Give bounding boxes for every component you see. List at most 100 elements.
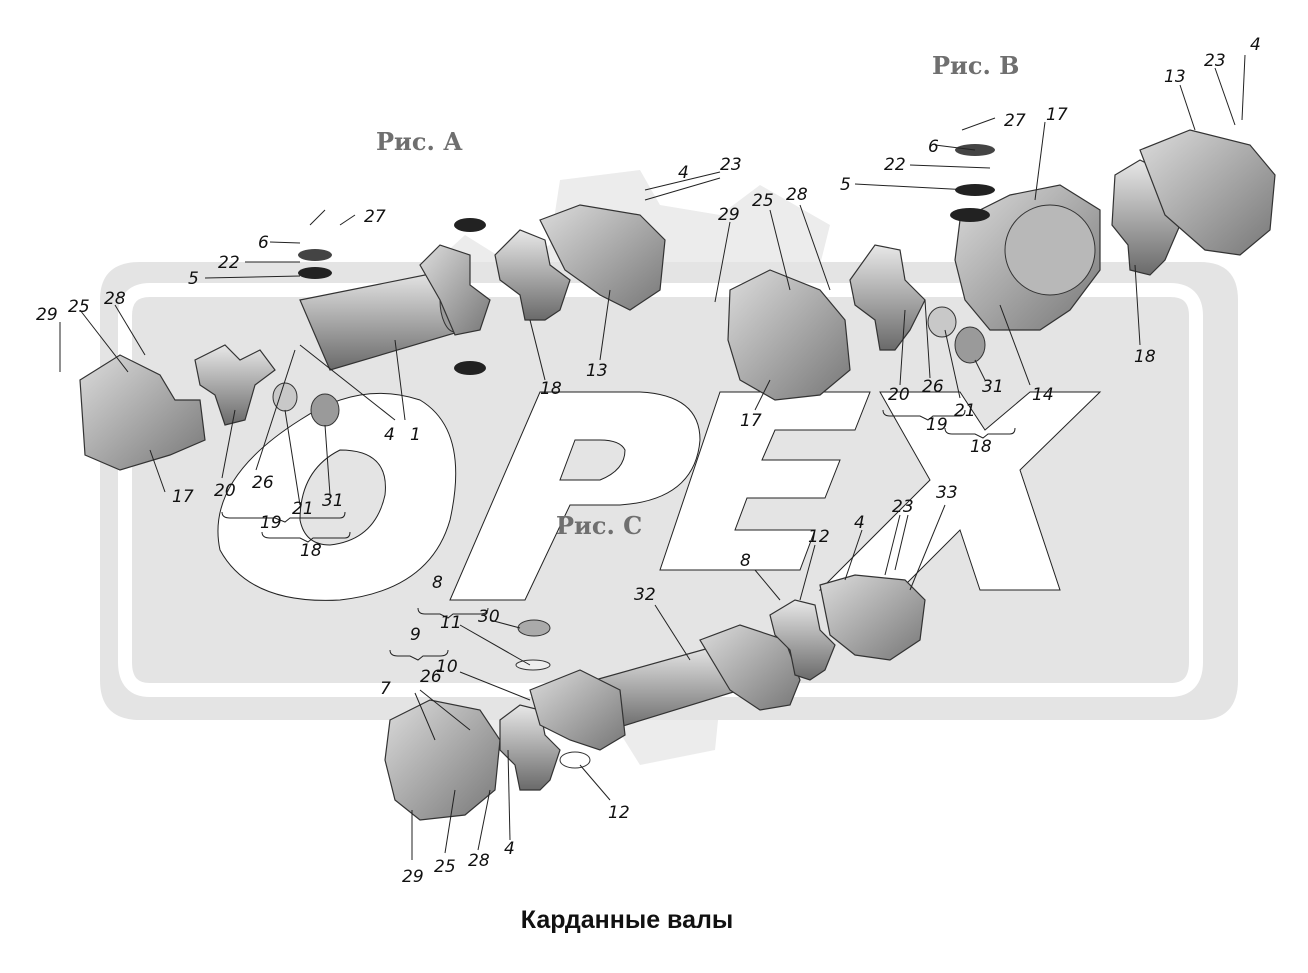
figure-b-title: Рис. В	[932, 51, 1019, 80]
slip-yoke-c	[529, 669, 626, 751]
callout-b-18: 18	[970, 437, 992, 457]
diagram-caption: Карданные валы	[520, 906, 734, 934]
seal-c-12	[559, 751, 591, 769]
callout-b-19: 19	[926, 415, 948, 435]
callout-c-25: 25	[434, 857, 456, 877]
callout-b-25: 25	[752, 191, 774, 211]
callouts-figure-a: 29 25 28 5 22 6 27 4 1 18 13 4 23 17 20 …	[36, 155, 742, 561]
cross-c-left	[499, 704, 561, 791]
callout-a-1: 1	[410, 425, 421, 445]
flange-yoke-c-right	[819, 574, 926, 661]
callout-a-26: 26	[252, 473, 274, 493]
callout-a-5: 5	[188, 269, 199, 289]
callout-c-23: 23	[892, 497, 914, 517]
callout-a-19: 19	[260, 513, 282, 533]
flange-yoke-a	[79, 354, 206, 471]
callout-b-22: 22	[884, 155, 906, 175]
callout-b-26: 26	[922, 377, 944, 397]
callout-c-33: 33	[936, 483, 958, 503]
watermark-letter-x	[818, 391, 1102, 591]
callout-b-28: 28	[786, 185, 808, 205]
callout-b-23: 23	[1204, 51, 1226, 71]
watermark-letter-e	[659, 391, 871, 571]
callout-a-28: 28	[104, 289, 126, 309]
callout-c-10: 10	[436, 657, 458, 677]
callout-c-7: 7	[380, 679, 391, 699]
clamp-a-2	[454, 361, 486, 375]
flange-yoke-b-left	[727, 269, 851, 401]
callout-a-27: 27	[364, 207, 386, 227]
washer-c-11	[515, 659, 551, 671]
bearing-cup-a-3	[298, 249, 332, 261]
flange-yoke-c	[384, 699, 501, 821]
callout-c-12-top: 12	[808, 527, 830, 547]
callout-b-20: 20	[888, 385, 910, 405]
figure-a-assembly	[79, 204, 666, 471]
callout-c-32: 32	[634, 585, 656, 605]
cross-c-right	[769, 599, 836, 681]
callout-a-4-top: 4	[678, 163, 689, 183]
callout-c-12: 12	[608, 803, 630, 823]
callout-a-21: 21	[292, 499, 314, 519]
callout-a-23: 23	[720, 155, 742, 175]
callouts-figure-b: 29 25 28 5 22 6 27 17 13 23 4 18 14 17 2…	[718, 35, 1261, 457]
callout-a-31: 31	[322, 491, 344, 511]
cross-b-left	[849, 244, 926, 351]
callout-a-29: 29	[36, 305, 58, 325]
callout-b-14: 14	[1032, 385, 1054, 405]
cross-a-right	[494, 229, 571, 321]
callout-a-18: 18	[300, 541, 322, 561]
figure-c-assembly	[384, 574, 926, 821]
callout-b-17: 17	[740, 411, 762, 431]
callout-c-8-right: 8	[740, 551, 751, 571]
bearing-cup-a-2	[298, 267, 332, 279]
callout-b-4: 4	[1250, 35, 1261, 55]
callout-b-27: 27	[1004, 111, 1026, 131]
callout-b-21: 21	[954, 401, 976, 421]
callout-c-8: 8	[432, 573, 443, 593]
clamp-b-2	[955, 184, 995, 196]
callout-b-31: 31	[982, 377, 1004, 397]
flange-yoke-a-right	[539, 204, 666, 311]
callout-c-11: 11	[440, 613, 462, 633]
callout-b-29: 29	[718, 205, 740, 225]
callout-a-20: 20	[214, 481, 236, 501]
callouts-figure-c: 8 9 11 30 10 26 7 32 8 12 4 23 33 12 29 …	[380, 483, 958, 887]
callout-b-13: 13	[1164, 67, 1186, 87]
bearing-c-30	[517, 619, 551, 637]
cross-a-left	[194, 344, 276, 426]
watermark-letter-o	[217, 392, 457, 601]
figure-a-title: Рис. А	[376, 127, 463, 156]
watermark-letter-p	[449, 391, 701, 601]
callout-c-26: 26	[420, 667, 442, 687]
slip-yoke-a	[419, 244, 491, 336]
flange-yoke-b-right	[1139, 129, 1276, 256]
callout-a-4: 4	[384, 425, 395, 445]
callout-a-22: 22	[218, 253, 240, 273]
callout-b-18-right: 18	[1134, 347, 1156, 367]
callout-c-28: 28	[468, 851, 490, 871]
callout-b-5: 5	[840, 175, 851, 195]
callout-a-25: 25	[68, 297, 90, 317]
callout-a-13: 13	[586, 361, 608, 381]
leader-lines	[59, 54, 1246, 860]
callout-c-4-top: 4	[854, 513, 865, 533]
seal-ring-b	[927, 306, 957, 338]
center-flange-b	[1004, 204, 1096, 296]
bearing-cup-a	[310, 393, 340, 427]
callout-c-9: 9	[410, 625, 421, 645]
figure-b-assembly	[727, 129, 1276, 401]
figure-c-title: Рис. С	[556, 511, 642, 540]
callout-a-18-top: 18	[540, 379, 562, 399]
callout-a-17: 17	[172, 487, 194, 507]
yoke-c-right	[699, 624, 801, 711]
callout-b-6: 6	[928, 137, 939, 157]
callout-b-17-top: 17	[1046, 105, 1068, 125]
clamp-b-3	[950, 208, 990, 222]
callout-c-29: 29	[402, 867, 424, 887]
clamp-a-1	[454, 218, 486, 232]
callout-c-30: 30	[478, 607, 500, 627]
callout-a-6: 6	[258, 233, 269, 253]
